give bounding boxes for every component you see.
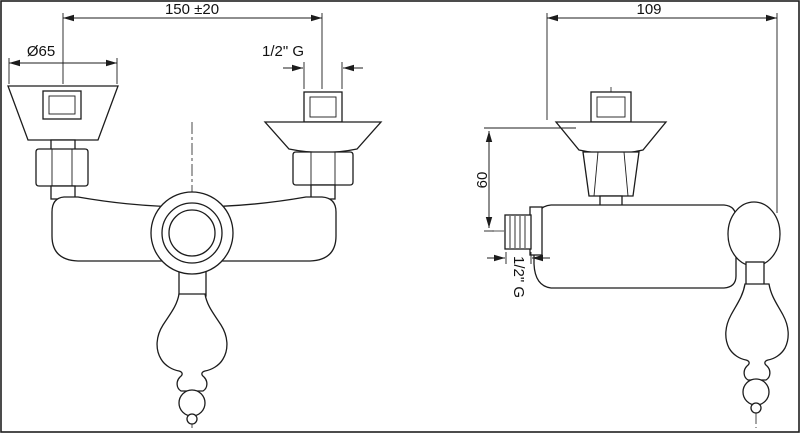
handle-hub-side [727,201,781,267]
side-view [492,87,789,428]
mixer-body-side [533,204,737,289]
lever-handle-side [725,201,789,414]
right-hex-nut [292,151,354,186]
handle-ball-front [178,389,206,417]
dimensions: 150 ±20 Ø65 1/2" G 109 [8,1,778,298]
shower-outlet [504,206,543,256]
dim-thread-side-label: 1/2" G [510,256,527,298]
dim-flange-diameter-label: Ø65 [27,43,55,60]
dim-depth: 109 [546,1,778,213]
lever-handle-front [156,293,228,425]
dim-thread-front: 1/2" G [262,43,363,89]
outlet-collar [529,206,543,256]
dim-outlet-offset-label: 60 [474,172,491,189]
dim-depth-label: 109 [636,1,661,18]
front-view [7,85,383,430]
right-wall-connection [263,91,383,200]
handle-bell-side [725,283,789,381]
side-hex-nut [582,151,640,197]
handle-ball-side [742,378,770,406]
dim-thread-side: 1/2" G [487,252,550,298]
left-wall-connection [7,85,119,200]
dim-center-distance: 150 ±20 [62,1,323,89]
side-wall-connection [554,91,668,207]
dim-flange-diameter: Ø65 [8,43,118,84]
right-flange [263,121,383,154]
dim-outlet-offset: 60 [474,127,576,232]
side-flange [554,121,668,155]
left-union-nut-face [48,95,76,115]
handle-tip-side [750,402,762,414]
right-union-nut-face [309,96,337,118]
side-hex-facet-2 [623,151,629,197]
side-hex-facet-1 [593,151,599,197]
handle-bell-front [156,293,228,392]
dim-thread-front-label: 1/2" G [262,43,304,60]
left-hex-nut [35,148,89,187]
outlet-ring-inner [168,209,216,257]
handle-tip-front [186,413,198,425]
dim-center-distance-label: 150 ±20 [165,1,219,18]
side-union-nut-face [596,96,626,118]
outlet-thread-stub [504,214,532,250]
